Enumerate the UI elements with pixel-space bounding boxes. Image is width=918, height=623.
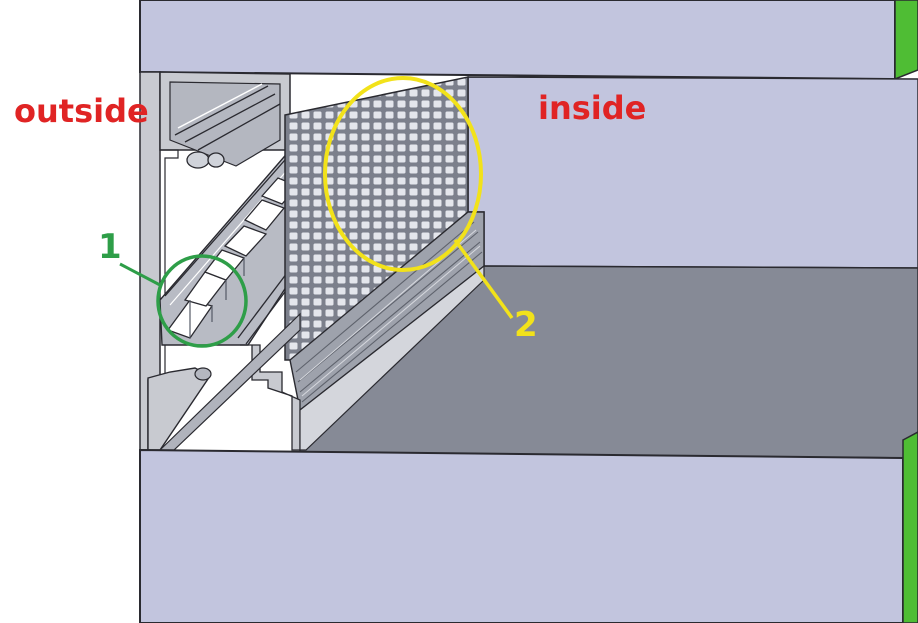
callout-1-circle	[156, 254, 248, 348]
upper-wall-block	[139, 0, 918, 81]
callout-1-number: 1	[98, 227, 122, 267]
label-inside: inside	[538, 89, 646, 127]
callout-1-leader	[119, 262, 161, 287]
label-outside: outside	[14, 92, 149, 130]
callout-2-number: 2	[514, 305, 538, 345]
callout-2-leader	[453, 238, 514, 320]
lower-wall-block	[139, 431, 918, 623]
outer-frame-profile	[139, 71, 291, 451]
inside-back-wall	[467, 76, 918, 269]
callout-2-circle	[323, 76, 483, 272]
